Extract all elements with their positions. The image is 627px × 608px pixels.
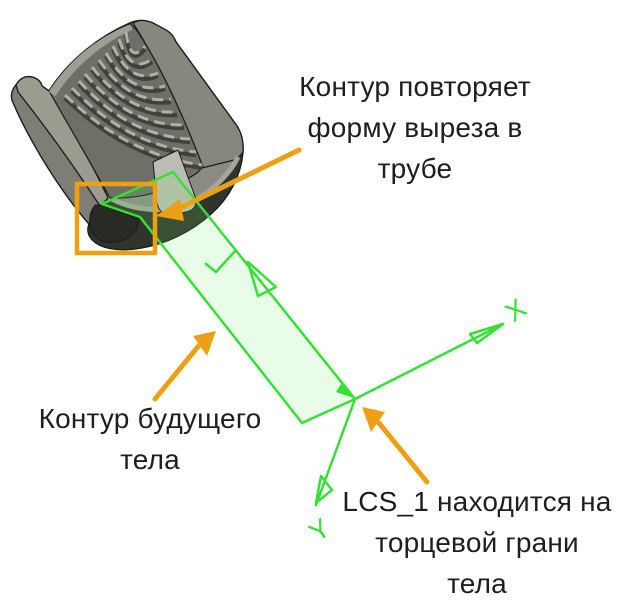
sketch-contour (100, 170, 357, 425)
arrow-lcs-shaft (376, 420, 430, 485)
arrow-cutout-head (156, 199, 184, 221)
thread-rib-highlight (63, 93, 203, 167)
lcs-x-arrowhead (468, 322, 505, 345)
callout-lcs-location: LCS_1 находится на торцевой грани тела (327, 481, 627, 604)
thread-rib (77, 82, 191, 145)
lcs-x-axis (353, 322, 505, 401)
thread-rib-highlight (90, 66, 178, 114)
thread-rib-highlight (124, 31, 147, 55)
lcs-x-axis-label: X (500, 293, 532, 328)
highlight-box (74, 181, 158, 256)
arrow-lcs (362, 407, 430, 485)
callout-line: форму выреза в (307, 112, 523, 143)
thread-rib-highlight (117, 38, 153, 66)
thread-rib (90, 68, 178, 118)
arrow-body-contour-shaft (152, 340, 204, 402)
thread-rib-highlight (97, 59, 172, 102)
thread-rib-highlight (70, 86, 197, 154)
arrow-cutout-shaft (175, 147, 302, 212)
callout-line: LCS_1 находится на (342, 486, 612, 517)
callout-cutout-shape: Контур повторяет форму выреза в трубе (270, 66, 560, 189)
arrow-body-contour-head (193, 331, 216, 356)
callout-line: тела (447, 568, 507, 599)
thread-rib (97, 61, 172, 105)
annotation-overlay (74, 147, 430, 485)
thread-ribs (63, 31, 203, 171)
thread-rib (104, 54, 166, 93)
callout-line: трубе (377, 153, 453, 184)
callout-line: Контур будущего (38, 403, 262, 434)
lcs-y-arrowhead (314, 474, 334, 505)
arrow-lcs-head (362, 407, 385, 432)
callout-line: тела (120, 444, 180, 475)
saddle-rim-band (49, 24, 133, 97)
clamp-body (10, 19, 244, 251)
arrow-cutout (156, 147, 302, 221)
callout-line: Контур повторяет (299, 71, 531, 102)
sketch-checkmark-glyph (204, 248, 238, 274)
sketch-edge-direction-arrow (246, 260, 278, 298)
thread-rib-highlight (111, 45, 159, 78)
callout-future-body: Контур будущего тела (10, 398, 290, 480)
body-dark-corner (89, 204, 140, 243)
thread-rib-highlight (83, 73, 185, 127)
arrow-body-contour (152, 331, 216, 402)
callout-line: торцевой грани (375, 527, 579, 558)
sketch-origin-arrowhead (336, 384, 354, 398)
thread-rib (70, 89, 197, 158)
lcs-y-axis (314, 397, 357, 507)
thread-rib (83, 75, 185, 131)
thread-rib-highlight (104, 52, 166, 90)
sketch-profile-outline (100, 170, 357, 425)
thread-rib (63, 96, 203, 171)
